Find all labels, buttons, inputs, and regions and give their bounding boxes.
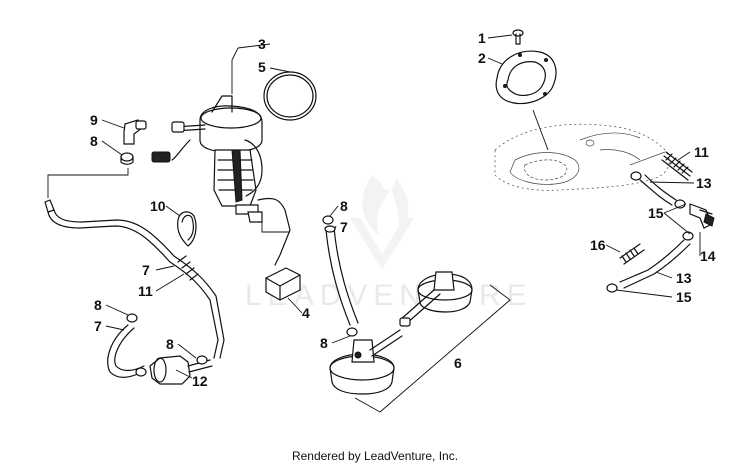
callout-14: 14	[700, 248, 716, 264]
leader-line	[261, 222, 290, 233]
screw	[512, 29, 524, 45]
gasket	[495, 50, 557, 105]
footer-credit: Rendered by LeadVenture, Inc.	[291, 449, 459, 463]
callout-5: 5	[258, 59, 266, 75]
elbow-fitting	[123, 119, 147, 145]
leader-lines	[101, 34, 701, 379]
callout-10: 10	[150, 198, 166, 214]
callout-16: 16	[590, 237, 606, 253]
callout-7: 7	[94, 318, 102, 334]
callout-15: 15	[648, 205, 664, 221]
callout-8: 8	[340, 198, 348, 214]
callout-2: 2	[478, 50, 486, 66]
callout-13: 13	[696, 175, 712, 191]
fuel-hose-short	[107, 324, 145, 378]
callout-3: 3	[258, 36, 266, 52]
callout-8: 8	[90, 133, 98, 149]
leader-line	[354, 284, 511, 413]
clamp	[135, 367, 147, 377]
clamp	[346, 327, 358, 337]
vent-hose	[324, 225, 359, 326]
clamp	[120, 152, 134, 165]
callout-9: 9	[90, 112, 98, 128]
callout-11: 11	[138, 283, 153, 299]
tee-fitting	[689, 203, 715, 229]
fuel-pump	[151, 95, 291, 266]
hose	[606, 239, 691, 293]
callout-8: 8	[166, 336, 174, 352]
callout-15: 15	[676, 289, 692, 305]
callout-8: 8	[320, 335, 328, 351]
clamp	[682, 231, 694, 241]
fuel-valve-assembly	[329, 271, 473, 395]
spring-hose	[661, 151, 693, 181]
callout-numbers: 1 2 3 5 9 8 10 7 11 8 7 8 12 8 7 4 8 6 1…	[90, 30, 716, 389]
callout-6: 6	[454, 355, 462, 371]
connector	[265, 267, 301, 301]
clamp	[196, 355, 208, 365]
clamp	[322, 215, 334, 225]
callout-13: 13	[676, 270, 692, 286]
watermark-logo	[350, 175, 414, 270]
clamp	[126, 313, 138, 323]
fuel-hose	[44, 199, 225, 359]
callout-7: 7	[142, 262, 150, 278]
callout-12: 12	[192, 373, 208, 389]
retaining-ring	[177, 211, 197, 247]
leader-line	[532, 109, 549, 151]
hose	[630, 171, 686, 209]
spring-hose	[619, 243, 645, 265]
callout-4: 4	[302, 305, 310, 321]
callout-7: 7	[340, 219, 348, 235]
callout-1: 1	[478, 30, 486, 46]
gas-tank-area	[494, 123, 670, 191]
callout-8: 8	[94, 297, 102, 313]
callout-11: 11	[694, 144, 709, 160]
o-ring	[263, 71, 317, 121]
leader-line	[47, 168, 129, 198]
